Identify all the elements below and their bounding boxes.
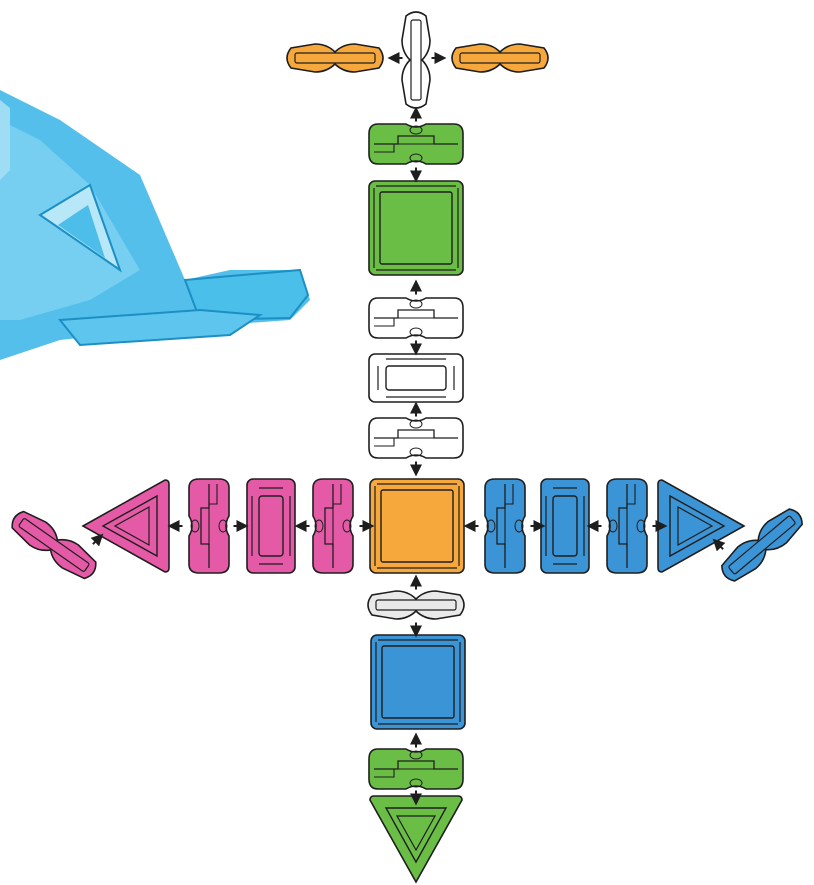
square-blue [370,634,466,730]
connector-vertical-top [401,11,431,109]
square-orange-center [369,478,465,574]
joint-blue-left [484,478,526,574]
joint-pink-right [312,478,354,574]
square-green [368,180,464,276]
connector-top-right [451,43,549,73]
connector-blue-diagonal [721,508,803,582]
arrows-layer [90,52,726,806]
triangle-green [369,795,463,884]
rectangle-pink [246,478,296,574]
translucent-blue-tiles-photo [0,90,310,360]
connector-top-left [286,43,384,73]
joint-green-top [368,123,464,165]
joint-white-upper [368,297,464,339]
joint-pink-left [188,478,230,574]
triangle-pink [81,479,170,573]
joint-blue-right [606,478,648,574]
connector-pink-diagonal [11,510,97,580]
rectangle-blue [540,478,590,574]
rectangle-white [368,353,464,403]
connector-lightgray [367,590,465,620]
arrow-diagonal-pink [90,533,104,547]
joint-white-lower [368,417,464,459]
arrow-diagonal-blue [712,538,726,552]
joint-green-bottom [368,748,464,790]
pieces-layer [11,11,803,884]
